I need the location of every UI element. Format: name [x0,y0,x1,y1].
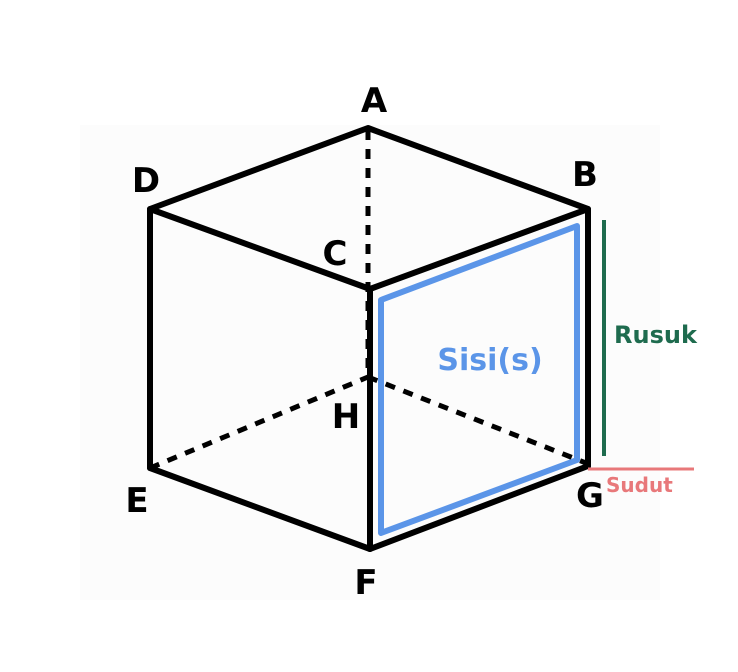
hidden-edge-hg [367,374,587,466]
vertex-label-c: C [323,234,348,274]
hidden-edge-eh [149,374,369,471]
edge-fg [367,463,591,552]
vertex-label-g: G [576,476,604,516]
edge-label: Rusuk [614,321,698,349]
vertex-label-a: A [361,81,388,121]
vertex-label-b: B [572,155,598,195]
vertex-label-d: D [132,161,160,201]
corner-label: Sudut [606,473,673,497]
face-label: Sisi(s) [437,343,542,378]
vertex-label-e: E [125,481,148,521]
face-highlight [378,223,580,536]
vertex-label-f: F [354,563,377,603]
edge-ef [147,465,373,552]
vertex-label-h: H [332,397,360,437]
